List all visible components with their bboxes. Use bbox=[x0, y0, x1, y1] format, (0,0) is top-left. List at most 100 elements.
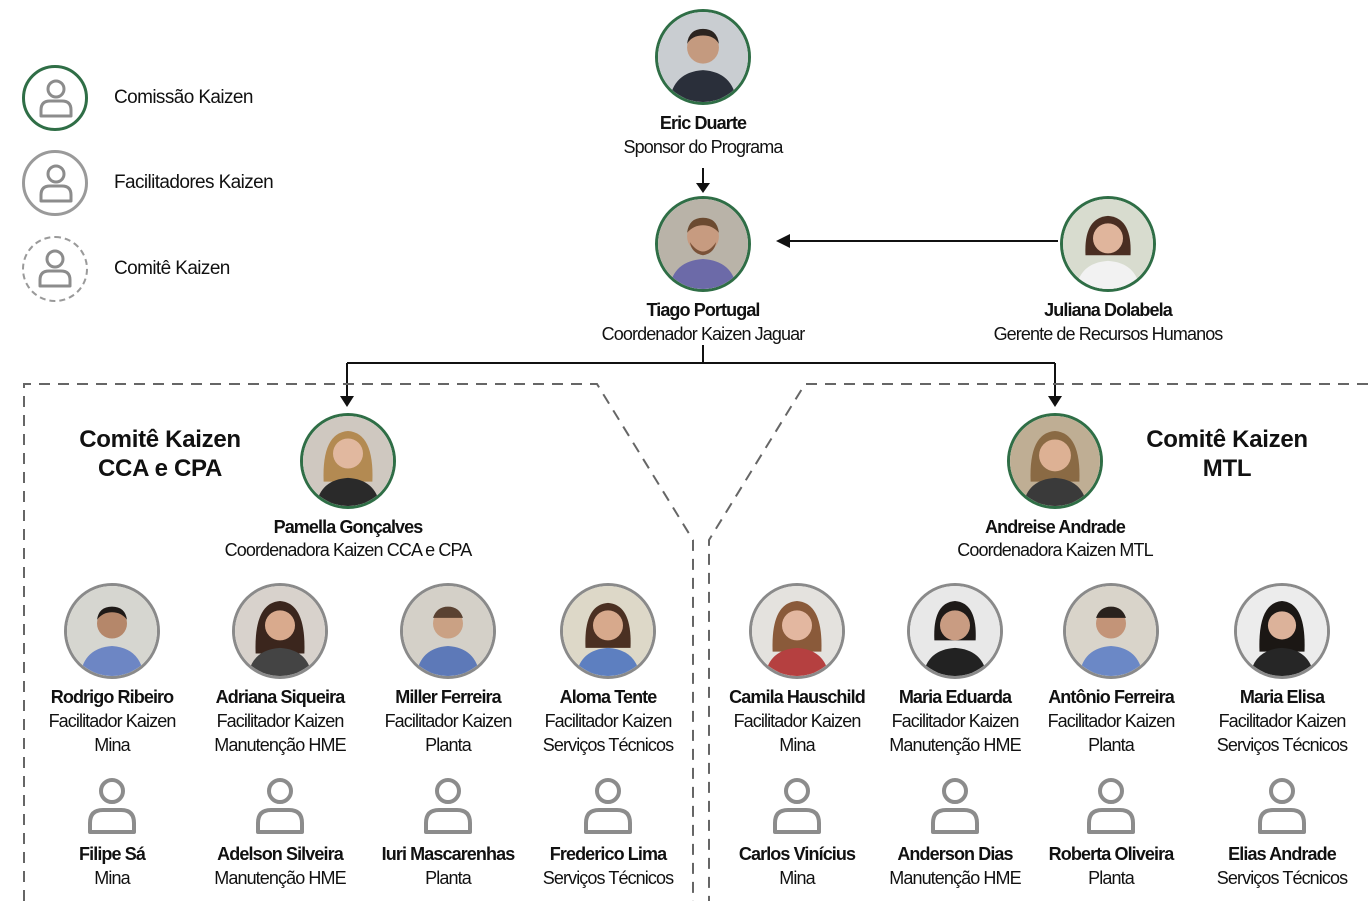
person-outline-icon bbox=[39, 164, 73, 203]
portrait-placeholder bbox=[1237, 586, 1327, 676]
person-area: Serviços Técnicos bbox=[542, 735, 674, 755]
person-name: Miller Ferreira bbox=[395, 687, 501, 707]
legend-label: Comitê Kaizen bbox=[114, 258, 230, 279]
portrait-placeholder bbox=[563, 586, 653, 676]
person-name: Adelson Silveira bbox=[217, 844, 344, 864]
person-outline-icon bbox=[584, 778, 632, 834]
person-outline-icon bbox=[931, 778, 979, 834]
person-outline-icon bbox=[256, 778, 304, 834]
person-name: Anderson Dias bbox=[897, 844, 1013, 864]
avatar bbox=[1234, 583, 1330, 679]
person-area: Manutenção HME bbox=[889, 735, 1021, 755]
person-area: Planta bbox=[425, 868, 472, 888]
committee-member: Elias Andrade Serviços Técnicos bbox=[1192, 776, 1368, 890]
arrow-sponsor-to-coordinator bbox=[696, 168, 710, 193]
person-outline-icon bbox=[1258, 778, 1306, 834]
person-area: Planta bbox=[425, 735, 472, 755]
coordinator-role: Coordenador Kaizen Jaguar bbox=[601, 324, 806, 344]
committee-member: Filipe Sá Mina bbox=[22, 776, 202, 890]
person-name: Pamella Gonçalves bbox=[273, 517, 424, 537]
avatar bbox=[232, 583, 328, 679]
avatar bbox=[907, 583, 1003, 679]
facilitator-card: Adriana Siqueira Facilitador Kaizen Manu… bbox=[190, 583, 370, 757]
dashed-group-outline-right bbox=[708, 383, 1368, 901]
facilitator-card: Maria Eduarda Facilitador Kaizen Manuten… bbox=[865, 583, 1045, 757]
legend-comite-circle bbox=[22, 236, 88, 302]
facilitator-card: Camila Hauschild Facilitador Kaizen Mina bbox=[707, 583, 887, 757]
person-name: Rodrigo Ribeiro bbox=[50, 687, 174, 707]
dashed-group-outline-left bbox=[23, 383, 694, 901]
person-name: Elias Andrade bbox=[1228, 844, 1337, 864]
group-title-left: Comitê Kaizen CCA e CPA bbox=[40, 425, 280, 483]
sponsor-card: Eric Duarte Sponsor do Programa bbox=[613, 9, 793, 159]
person-name: Andreise Andrade bbox=[985, 517, 1126, 537]
legend-label: Comissão Kaizen bbox=[114, 87, 253, 108]
person-outline-icon bbox=[39, 79, 73, 118]
facilitator-card: Antônio Ferreira Facilitador Kaizen Plan… bbox=[1021, 583, 1201, 757]
person-area: Mina bbox=[779, 868, 815, 888]
person-name: Antônio Ferreira bbox=[1048, 687, 1175, 707]
avatar bbox=[400, 583, 496, 679]
person-name: Maria Eduarda bbox=[898, 687, 1012, 707]
person-name: Juliana Dolabela bbox=[1044, 300, 1173, 320]
person-name: Roberta Oliveira bbox=[1048, 844, 1175, 864]
portrait-placeholder bbox=[235, 586, 325, 676]
right-lead-card: Andreise Andrade bbox=[965, 413, 1145, 539]
person-name: Tiago Portugal bbox=[646, 300, 760, 320]
person-name: Camila Hauschild bbox=[729, 687, 866, 707]
facilitator-card: Maria Elisa Facilitador Kaizen Serviços … bbox=[1192, 583, 1368, 757]
left-lead-role: Coordenadora Kaizen CCA e CPA bbox=[224, 540, 473, 560]
person-role: Facilitador Kaizen bbox=[384, 711, 513, 731]
person-area: Manutenção HME bbox=[214, 868, 346, 888]
portrait-placeholder bbox=[303, 416, 393, 506]
avatar bbox=[300, 413, 396, 509]
committee-member: Roberta Oliveira Planta bbox=[1021, 776, 1201, 890]
person-role: Sponsor do Programa bbox=[623, 137, 784, 157]
person-outline-icon bbox=[1087, 778, 1135, 834]
legend-comissao-circle bbox=[22, 65, 88, 131]
group-title-line: Comitê Kaizen bbox=[79, 426, 241, 453]
person-outline-icon bbox=[773, 778, 821, 834]
person-name: Carlos Vinícius bbox=[738, 844, 856, 864]
portrait-placeholder bbox=[1010, 416, 1100, 506]
person-outline-icon bbox=[88, 778, 136, 834]
person-outline-icon bbox=[38, 249, 72, 288]
committee-member: Frederico Lima Serviços Técnicos bbox=[518, 776, 698, 890]
arrow-hr-to-coordinator bbox=[776, 234, 1058, 248]
portrait-placeholder bbox=[1063, 199, 1153, 289]
hr-card: Juliana Dolabela bbox=[1018, 196, 1198, 322]
legend-facilitadores: Facilitadores Kaizen bbox=[22, 150, 342, 220]
person-area: Serviços Técnicos bbox=[1216, 735, 1348, 755]
person-name: Eric Duarte bbox=[659, 113, 747, 133]
person-outline-icon bbox=[424, 778, 472, 834]
person-name: Maria Elisa bbox=[1239, 687, 1325, 707]
person-area: Manutenção HME bbox=[889, 868, 1021, 888]
facilitator-card: Miller Ferreira Facilitador Kaizen Plant… bbox=[358, 583, 538, 757]
person-role: Facilitador Kaizen bbox=[733, 711, 862, 731]
hr-role: Gerente de Recursos Humanos bbox=[993, 324, 1224, 344]
person-role: Facilitador Kaizen bbox=[891, 711, 1020, 731]
avatar bbox=[1007, 413, 1103, 509]
person-area: Manutenção HME bbox=[214, 735, 346, 755]
person-area: Serviços Técnicos bbox=[542, 868, 674, 888]
person-area: Planta bbox=[1088, 735, 1135, 755]
right-lead-role: Coordenadora Kaizen MTL bbox=[957, 540, 1153, 560]
portrait-placeholder bbox=[67, 586, 157, 676]
legend-comissao: Comissão Kaizen bbox=[22, 65, 342, 135]
facilitator-card: Rodrigo Ribeiro Facilitador Kaizen Mina bbox=[22, 583, 202, 757]
person-name: Filipe Sá bbox=[79, 844, 146, 864]
avatar bbox=[749, 583, 845, 679]
group-title-right: Comitê Kaizen MTL bbox=[1107, 425, 1347, 483]
person-area: Planta bbox=[1088, 868, 1135, 888]
portrait-placeholder bbox=[1066, 586, 1156, 676]
avatar bbox=[64, 583, 160, 679]
left-lead-card: Pamella Gonçalves bbox=[258, 413, 438, 539]
person-role: Facilitador Kaizen bbox=[216, 711, 345, 731]
person-role: Facilitador Kaizen bbox=[544, 711, 673, 731]
avatar bbox=[655, 9, 751, 105]
person-name: Frederico Lima bbox=[549, 844, 667, 864]
group-title-line: MTL bbox=[1202, 455, 1252, 482]
legend-label: Facilitadores Kaizen bbox=[114, 172, 274, 193]
portrait-placeholder bbox=[910, 586, 1000, 676]
